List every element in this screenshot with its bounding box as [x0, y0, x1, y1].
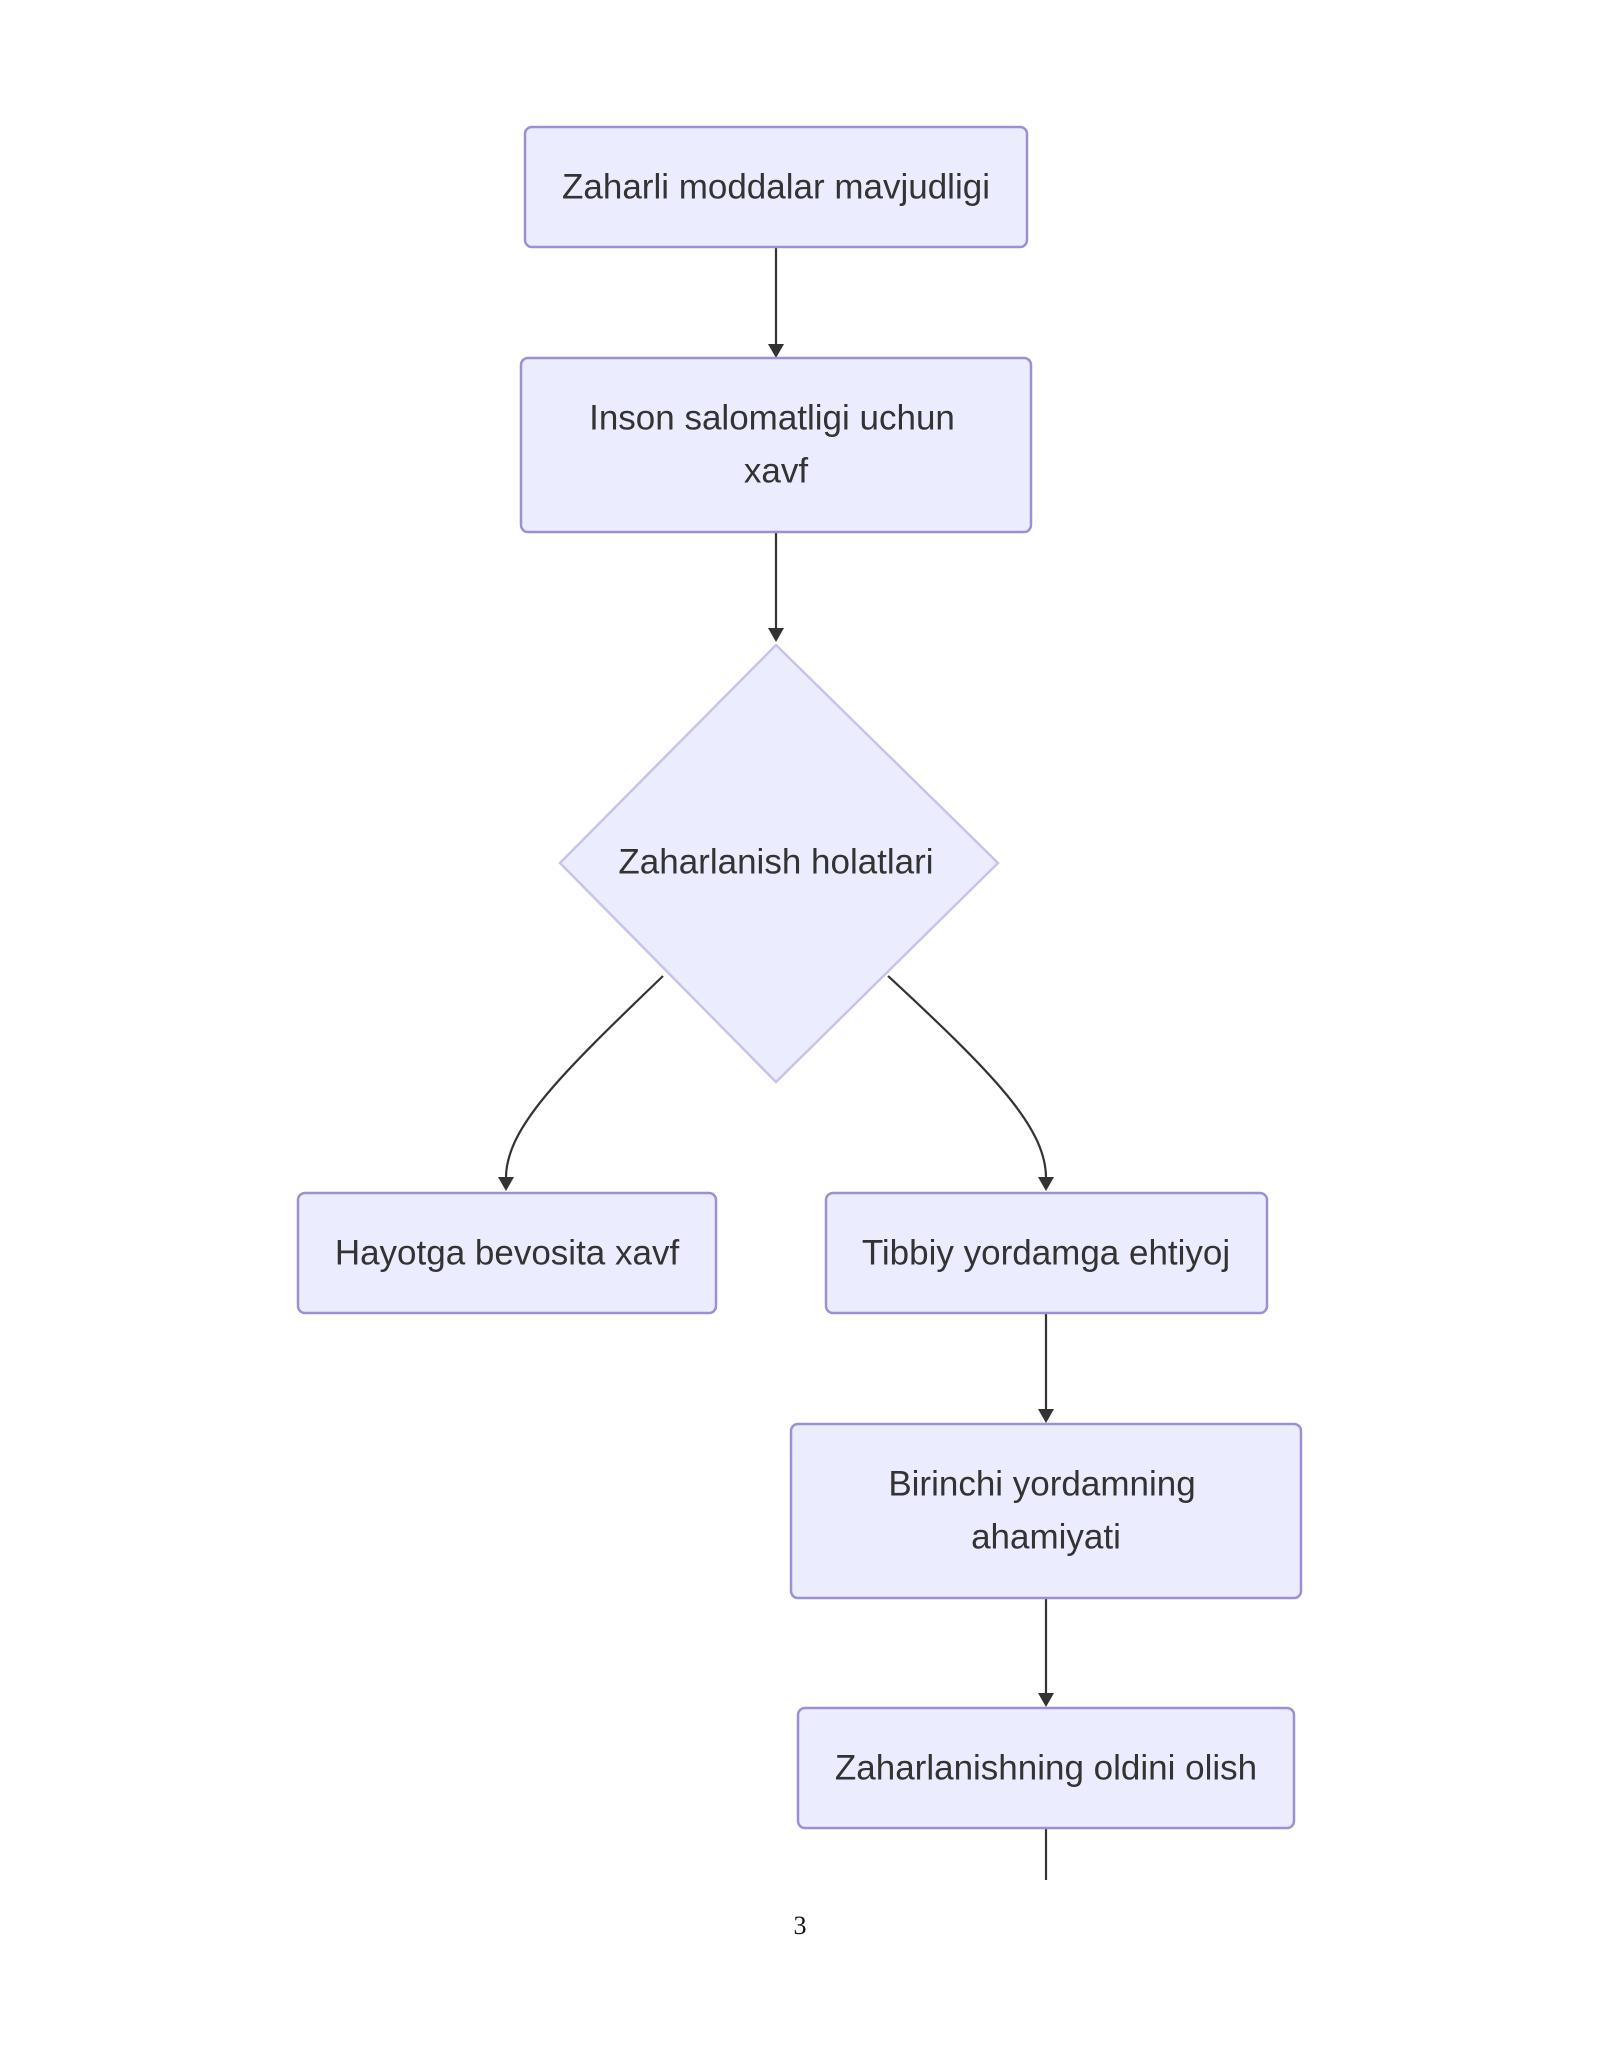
page-number: 3: [793, 1911, 807, 1940]
node-n7-box: [796, 1706, 1296, 1830]
node-inson-salomatligi: Inson salomatligi uchun xavf: [519, 356, 1033, 534]
node-n1-box: [523, 125, 1029, 249]
node-zaharlanish-holatlari: Zaharlanish holatlari: [558, 643, 1000, 1084]
node-tibbiy-yordamga: Tibbiy yordamga ehtiyoj: [824, 1191, 1269, 1315]
node-n2-label-line-1: Inson salomatligi uchun: [589, 399, 955, 438]
node-n3-diamond: [558, 643, 1000, 1084]
node-n7-label: Zaharlanishning oldini olish: [835, 1749, 1257, 1788]
node-n5-label: Tibbiy yordamga ehtiyoj: [862, 1234, 1230, 1273]
edge-n5-n6-arrowhead: [1038, 1409, 1054, 1423]
node-hayotga-bevosita: Hayotga bevosita xavf: [296, 1191, 718, 1315]
edge-n3-n5: [887, 975, 1048, 1179]
edge-n2-n3-arrowhead: [768, 628, 784, 642]
edge-n3-n4: [504, 975, 664, 1179]
node-n5-box: [824, 1191, 1269, 1315]
node-n6-label-line-2: ahamiyati: [971, 1518, 1121, 1557]
node-n3-label: Zaharlanish holatlari: [618, 843, 933, 882]
edge-n3-n5-arrowhead: [1038, 1177, 1054, 1191]
edge-n6-n7-arrowhead: [1038, 1693, 1054, 1707]
edge-n1-n2-arrowhead: [768, 344, 784, 358]
node-birinchi-yordamning: Birinchi yordamning ahamiyati: [789, 1422, 1303, 1600]
node-n2-box: [519, 356, 1033, 534]
node-n4-label: Hayotga bevosita xavf: [335, 1234, 680, 1273]
edge-group: [498, 248, 1054, 1880]
node-n1-label: Zaharli moddalar mavjudligi: [562, 168, 990, 207]
node-zaharlanishning-oldini: Zaharlanishning oldini olish: [796, 1706, 1296, 1830]
node-n6-box: [789, 1422, 1303, 1600]
edge-n3-n4-arrowhead: [498, 1177, 514, 1191]
node-n6-label-line-1: Birinchi yordamning: [888, 1465, 1195, 1504]
node-zaharli-moddalar: Zaharli moddalar mavjudligi: [523, 125, 1029, 249]
node-n4-box: [296, 1191, 718, 1315]
node-n2-label-line-2: xavf: [744, 452, 808, 491]
